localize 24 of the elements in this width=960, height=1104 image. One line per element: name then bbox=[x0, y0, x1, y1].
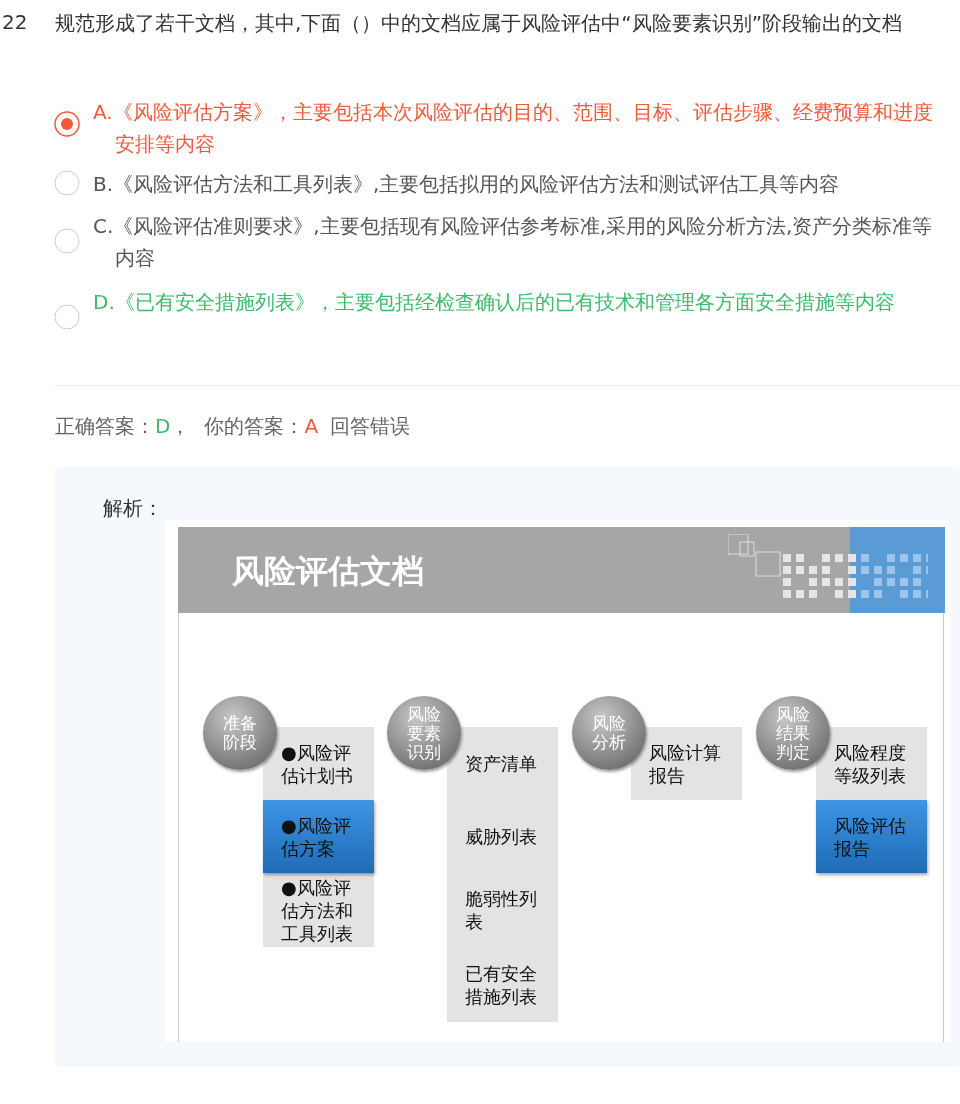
correct-answer: D bbox=[155, 414, 171, 438]
document-box: ●风险评估计划书 bbox=[263, 727, 374, 800]
document-box: ●风险评估方法和工具列表 bbox=[263, 873, 374, 947]
answer-separator: ， bbox=[170, 414, 191, 438]
option-text: B.《风险评估方法和工具列表》,主要包括拟用的风险评估方法和测试评估工具等内容 bbox=[93, 171, 841, 198]
document-box: 风险程度等级列表 bbox=[816, 727, 927, 800]
option-text: C.《风险评估准则要求》,主要包括现有风险评估参考标准,采用的风险分析方法,资产分类标准等内容 bbox=[93, 213, 934, 272]
option-text: A.《风险评估方案》，主要包括本次风险评估的目的、范围、目标、评估步骤、经费预算和进度安排等内容 bbox=[93, 99, 934, 158]
document-box: 已有安全措施列表 bbox=[447, 947, 558, 1022]
document-box: 风险计算报告 bbox=[631, 727, 742, 800]
user-answer: A bbox=[304, 414, 319, 438]
answer-label: 你的答案： bbox=[204, 414, 305, 438]
question-text: 规范形成了若干文档，其中,下面（）中的文档应属于风险评估中“风险要素识别”阶段输出的文档 bbox=[55, 10, 904, 37]
document-box: 风险评估报告 bbox=[816, 800, 927, 873]
option-text: D.《已有安全措施列表》，主要包括经检查确认后的已有技术和管理各方面安全措施等内容 bbox=[93, 289, 896, 316]
answer-label: 正确答案： bbox=[55, 414, 155, 438]
question-number: 22 bbox=[2, 10, 28, 34]
document-box: 脆弱性列表 bbox=[447, 873, 558, 947]
result-text: 回答错误 bbox=[330, 414, 411, 438]
document-box: 威胁列表 bbox=[447, 800, 558, 873]
figure-title: 风险评估文档 bbox=[232, 551, 424, 592]
document-box: ●风险评估方案 bbox=[263, 800, 374, 873]
explanation-label: 解析： bbox=[103, 495, 163, 522]
document-box: 资产清单 bbox=[447, 727, 558, 800]
